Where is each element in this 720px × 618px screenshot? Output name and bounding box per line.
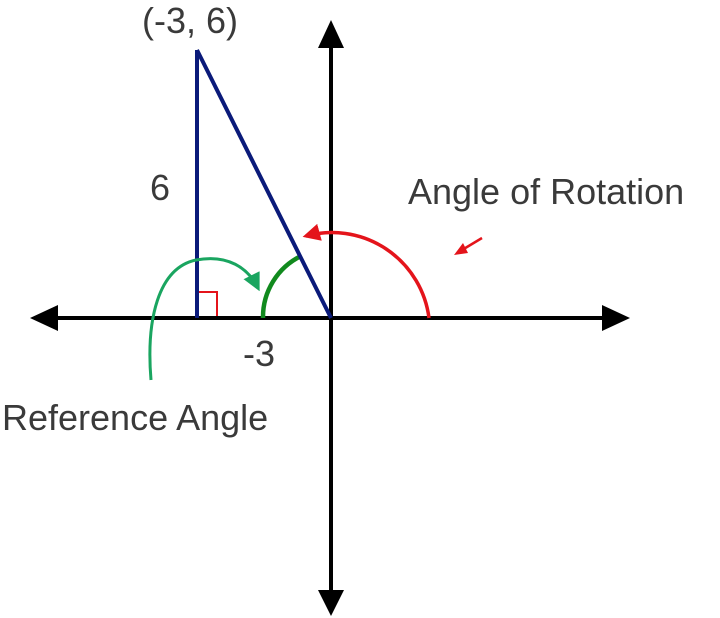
angle-of-rotation-label: Angle of Rotation — [408, 171, 684, 212]
x-axis-left-arrow — [30, 305, 58, 331]
angle-of-rotation-pointer — [454, 236, 483, 255]
vertical-side-label: 6 — [150, 167, 170, 208]
right-angle-marker — [199, 291, 218, 316]
y-axis-bottom-arrow — [318, 590, 344, 616]
terminal-side — [195, 49, 333, 319]
y-axis — [318, 20, 344, 616]
reference-angle-label: Reference Angle — [2, 397, 268, 438]
reference-triangle — [195, 49, 333, 319]
angle-of-rotation-arc — [302, 223, 431, 319]
x-axis-right-arrow — [602, 305, 630, 331]
reference-angle-pointer — [148, 257, 260, 381]
reference-angle-arc — [260, 253, 303, 319]
y-axis-top-arrow — [318, 20, 344, 48]
horizontal-side-label: -3 — [243, 333, 275, 374]
point-label: (-3, 6) — [142, 0, 238, 41]
